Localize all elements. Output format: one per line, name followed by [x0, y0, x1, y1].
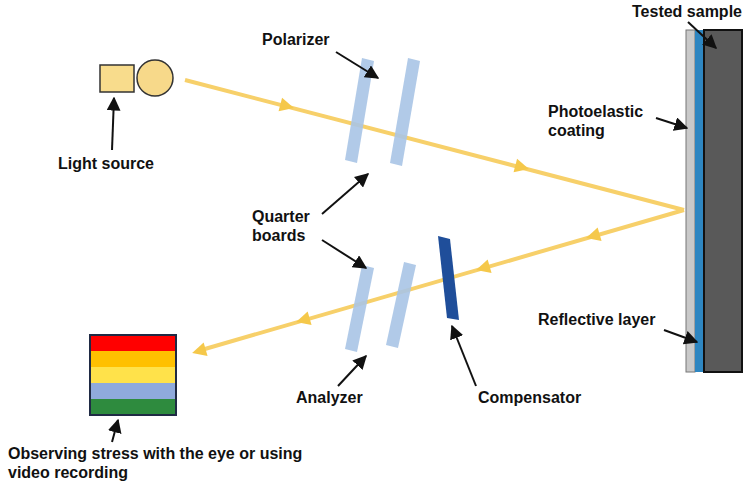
light-beam: [185, 80, 684, 210]
light-source-label: Light source: [58, 154, 154, 173]
fringe-band: [90, 335, 176, 351]
leader-arrow: [336, 52, 378, 78]
leader-arrow: [452, 326, 476, 386]
beam-arrowhead: [279, 98, 296, 115]
beam-arrowhead: [190, 342, 207, 359]
fringe-band: [90, 399, 176, 415]
observation-screen: [90, 335, 176, 415]
beam-arrowhead: [474, 259, 491, 276]
sample-label: Tested sample: [632, 2, 742, 21]
reflective-layer: [686, 30, 695, 372]
compensator-label: Compensator: [478, 388, 581, 407]
beam-arrowhead: [294, 311, 311, 328]
fringe-band: [90, 383, 176, 399]
polarizer-label: Polarizer: [262, 30, 330, 49]
quarter-plate: [345, 265, 374, 352]
leader-arrow: [112, 98, 114, 150]
leader-arrow: [112, 420, 118, 442]
analyzer-plate: [386, 262, 416, 348]
tested-sample: [704, 30, 742, 372]
leader-arrow: [656, 118, 687, 128]
quarter-boards-label: Quarter boards: [252, 207, 324, 245]
leader-arrow: [322, 240, 366, 268]
lamp-bulb: [137, 60, 173, 96]
leader-arrow: [688, 22, 716, 48]
beam-arrowhead: [584, 227, 601, 244]
leader-arrow: [322, 174, 368, 214]
reflective-layer-label: Reflective layer: [538, 310, 655, 329]
leader-arrow: [338, 356, 366, 386]
coating-label: Photoelastic coating: [548, 102, 652, 140]
compensator-plate: [438, 236, 459, 320]
fringe-band: [90, 351, 176, 367]
polarizer-plate: [390, 58, 420, 166]
beam-arrowhead: [514, 159, 531, 176]
leader-arrow: [664, 330, 697, 342]
analyzer-label: Analyzer: [296, 388, 363, 407]
observation-label: Observing stress with the eye or using v…: [8, 444, 318, 482]
lamp-base: [100, 65, 134, 92]
fringe-band: [90, 367, 176, 383]
photoelastic-coating: [695, 30, 704, 372]
